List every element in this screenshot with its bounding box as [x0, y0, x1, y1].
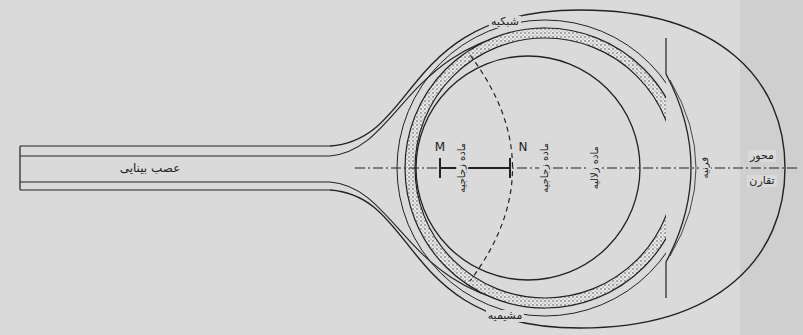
point-label: M [433, 141, 447, 155]
axis-label: تقارن [747, 175, 776, 188]
layer-label: شبکیه [489, 16, 521, 29]
part-label: ماده زجاجیه [456, 141, 468, 195]
axis-label: محور [748, 150, 776, 163]
part-label: ماده زلالیه [589, 144, 601, 191]
point-label: N [517, 141, 530, 155]
layer-label: مشیمیه [486, 310, 525, 323]
nerve-label: عصب بینایی [118, 162, 183, 176]
part-label: ماده زجاجیه [539, 141, 551, 195]
part-label: قرنیه [699, 155, 711, 180]
